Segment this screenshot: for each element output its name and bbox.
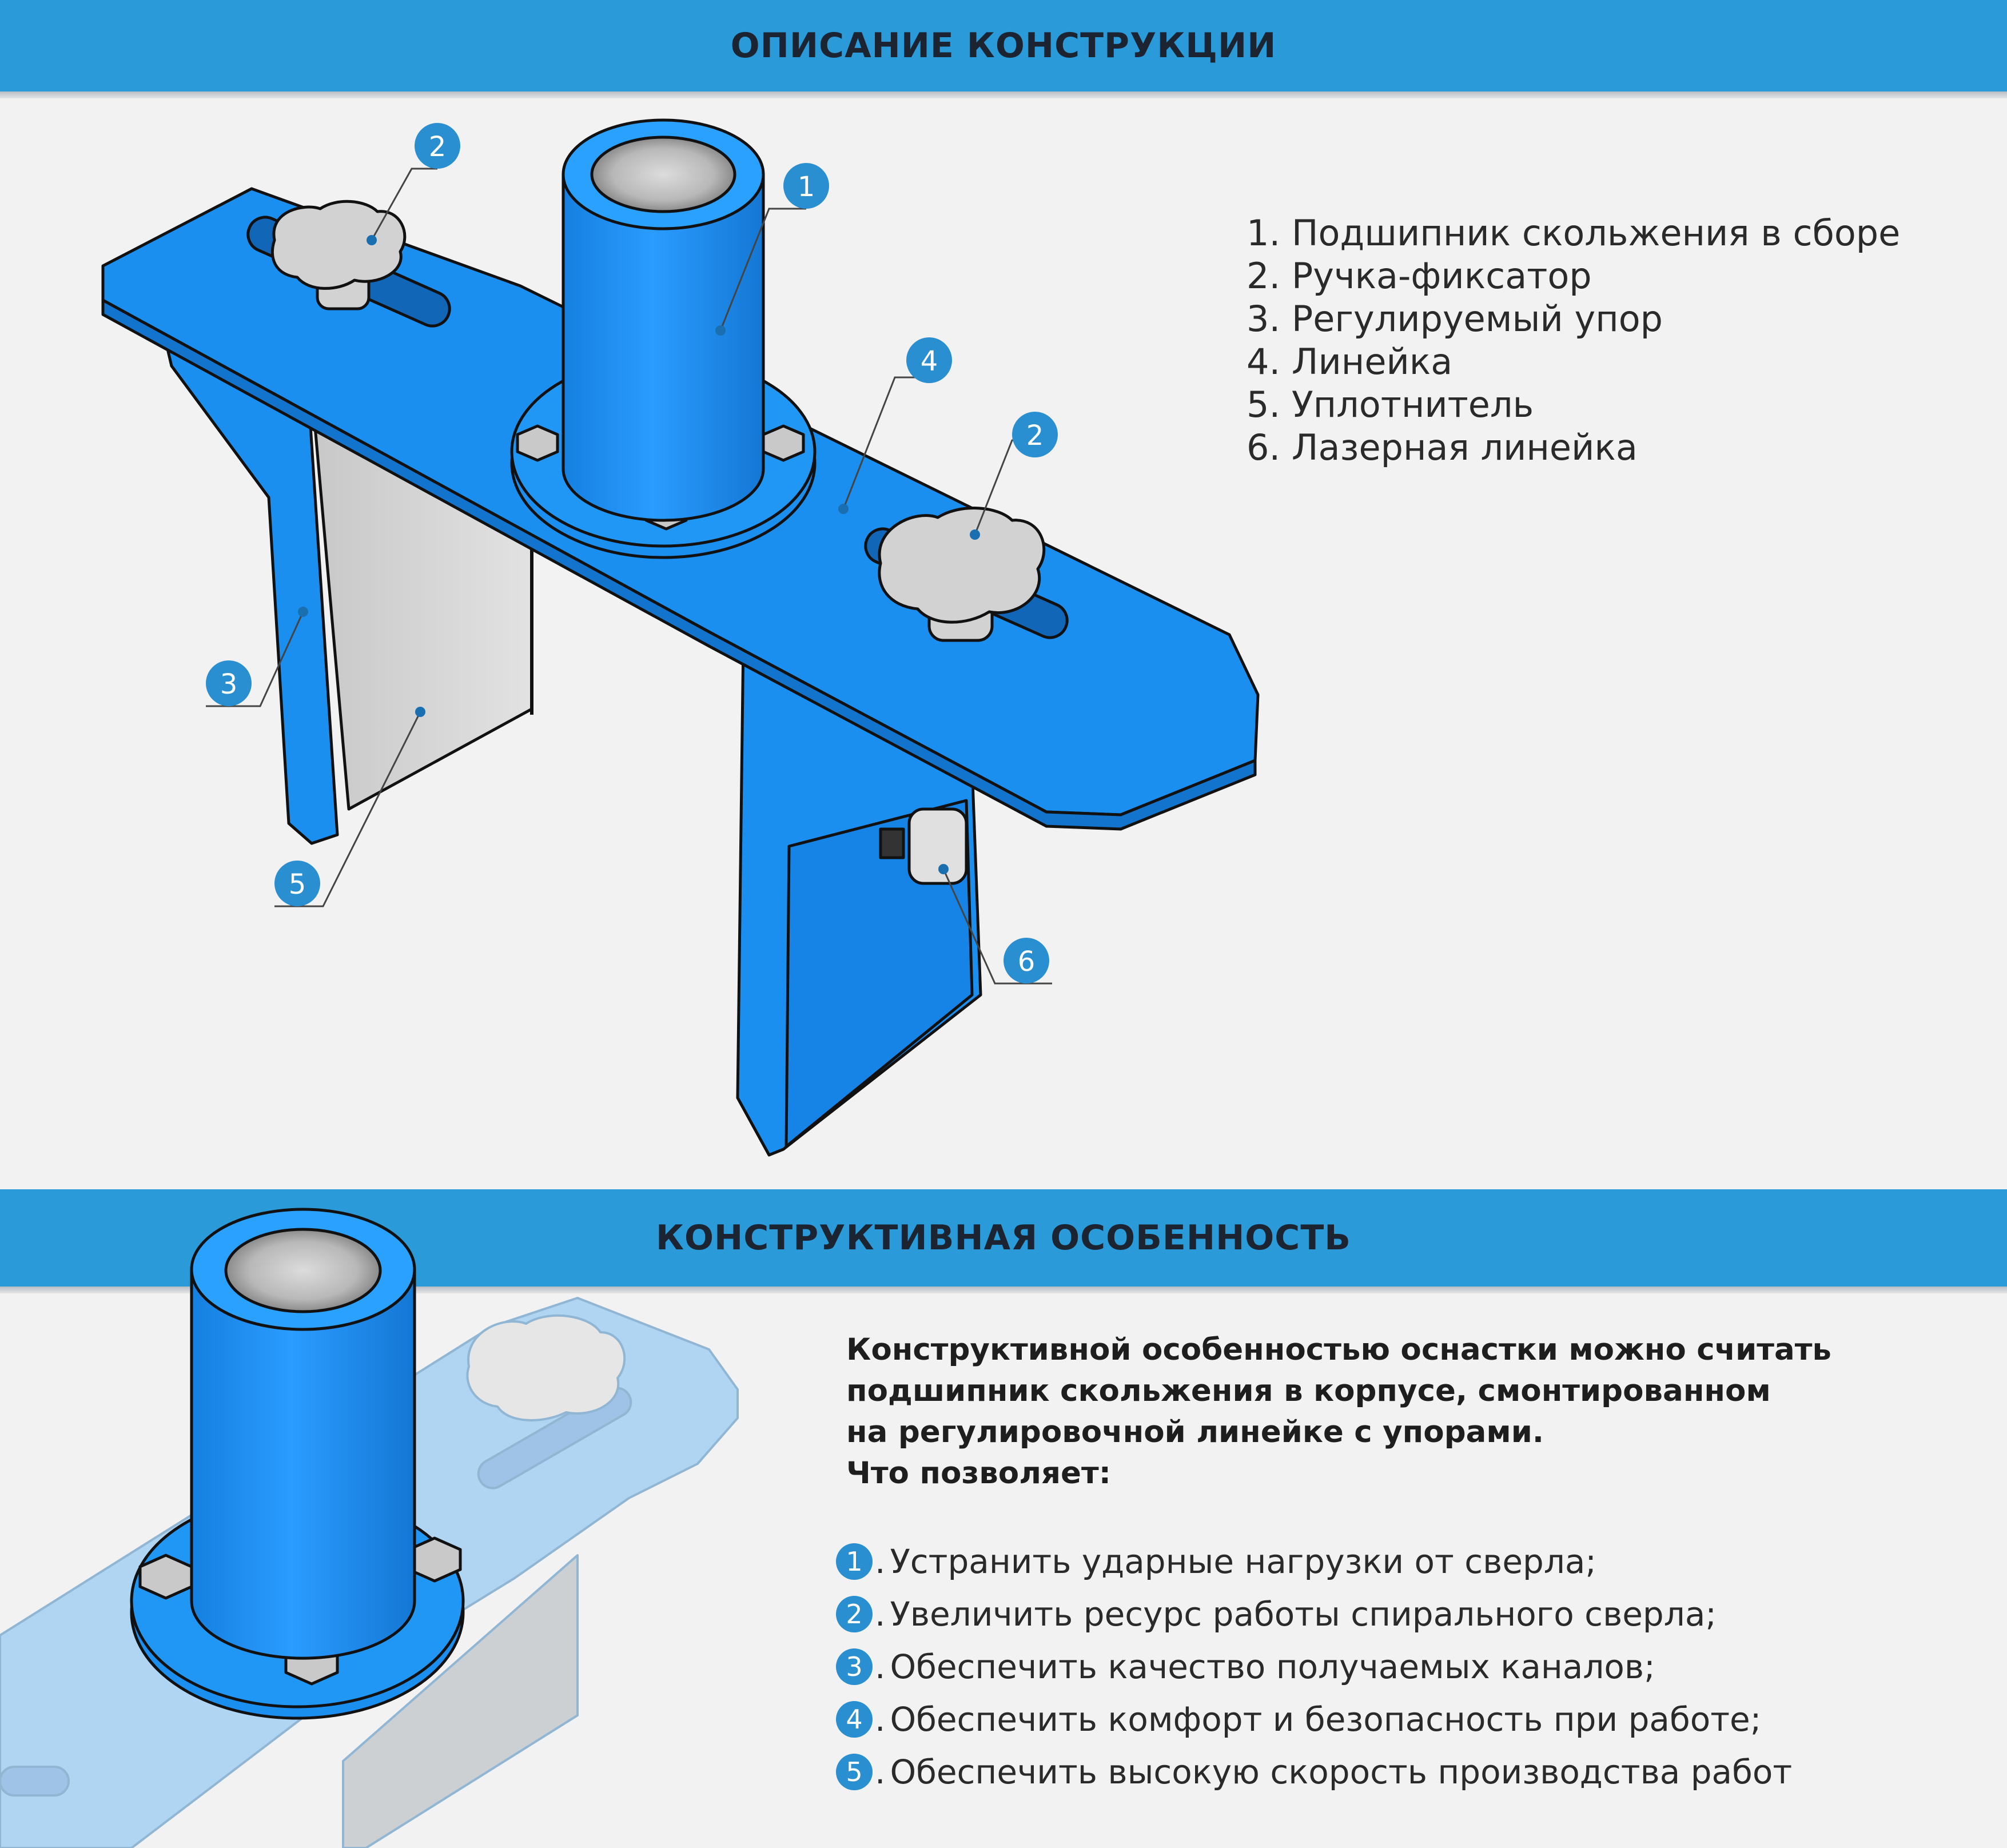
part-item: 4. Линейка — [1247, 341, 1453, 383]
bearing-detail — [130, 1208, 465, 1720]
callout-badge-2b: 2 — [1012, 412, 1058, 457]
part-item: 1. Подшипник скольжения в сборе — [1247, 212, 1901, 254]
intro-line: Что позволяет: — [846, 1456, 1111, 1491]
callout-badge-1: 1 — [783, 163, 829, 209]
benefit-text: Обеспечить высокую скорость производства… — [890, 1753, 1793, 1791]
benefit-text: Устранить ударные нагрузки от сверла; — [890, 1542, 1596, 1581]
benefit-number: 2 — [836, 1596, 873, 1632]
benefit-number: 3 — [836, 1648, 873, 1685]
callout-badge-5: 5 — [274, 861, 320, 906]
part-item: 6. Лазерная линейка — [1247, 427, 1638, 468]
benefit-item: 1.Устранить ударные нагрузки от сверла; — [836, 1535, 1792, 1588]
benefit-text: Увеличить ресурс работы спирального свер… — [890, 1595, 1717, 1634]
callout-label: 6 — [1018, 946, 1036, 978]
callout-label: 4 — [921, 345, 938, 377]
parts-legend: 1. Подшипник скольжения в сборе 2. Ручка… — [1247, 212, 1900, 469]
assembly-main — [101, 118, 1260, 1157]
leader-dots — [298, 235, 980, 874]
section-title: КОНСТРУКТИВНАЯ ОСОБЕННОСТЬ — [655, 1218, 1351, 1258]
benefit-item: 2.Увеличить ресурс работы спирального св… — [836, 1588, 1792, 1640]
benefits-list: 1.Устранить ударные нагрузки от сверла; … — [836, 1535, 1792, 1798]
callout-badge-4: 4 — [906, 337, 952, 383]
intro-line: на регулировочной линейке с упорами. — [846, 1415, 1544, 1449]
part-item: 5. Уплотнитель — [1247, 384, 1534, 425]
callout-label: 2 — [1026, 420, 1044, 452]
section-banner-description: ОПИСАНИЕ КОНСТРУКЦИИ — [0, 0, 2007, 98]
intro-line: Конструктивной особенностью оснастки мож… — [846, 1332, 1831, 1367]
benefit-number: 1 — [836, 1543, 873, 1580]
callout-label: 2 — [429, 131, 447, 163]
benefit-text: Обеспечить комфорт и безопасность при ра… — [890, 1700, 1762, 1739]
part-item: 2. Ручка-фиксатор — [1247, 255, 1592, 297]
bolt-icon — [516, 424, 559, 462]
callout-label: 1 — [798, 171, 815, 203]
adjustable-stop-left — [158, 316, 339, 845]
benefit-number: 4 — [836, 1701, 873, 1738]
callout-badge-2a: 2 — [415, 123, 460, 169]
part-item: 3. Регулируемый упор — [1247, 298, 1663, 340]
callout-label: 5 — [289, 869, 306, 901]
benefit-text: Обеспечить качество получаемых каналов; — [890, 1647, 1655, 1686]
benefit-item: 4.Обеспечить комфорт и безопасность при … — [836, 1693, 1792, 1746]
section-title: ОПИСАНИЕ КОНСТРУКЦИИ — [730, 26, 1277, 66]
benefit-item: 3.Обеспечить качество получаемых каналов… — [836, 1640, 1792, 1693]
knob-icon — [878, 507, 1046, 642]
benefit-number: 5 — [836, 1754, 873, 1790]
benefit-item: 5.Обеспечить высокую скорость производст… — [836, 1746, 1792, 1798]
intro-line: подшипник скольжения в корпусе, смонтиро… — [846, 1373, 1771, 1408]
bolt-icon — [762, 424, 805, 462]
callout-badge-3: 3 — [206, 660, 252, 706]
bearing-housing — [562, 173, 765, 522]
callout-badge-6: 6 — [1003, 938, 1049, 983]
callout-label: 3 — [220, 668, 238, 700]
feature-description: Конструктивной особенностью оснастки мож… — [846, 1329, 1984, 1494]
laser-unit — [907, 807, 968, 885]
knob-icon — [270, 200, 407, 310]
bearing-bore — [590, 136, 736, 213]
